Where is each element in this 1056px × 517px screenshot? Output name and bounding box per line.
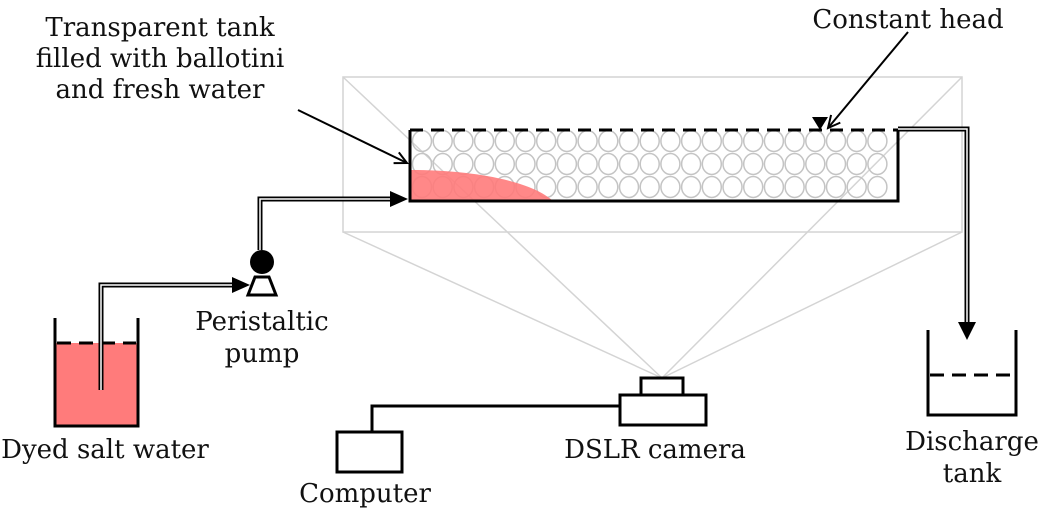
ballotini-bead: [846, 175, 867, 199]
tank-label-line1: Transparent tank: [45, 13, 274, 43]
ballotini-bead: [432, 129, 453, 153]
ballotini-bead: [722, 129, 743, 153]
pump-label-line2: pump: [225, 339, 300, 369]
ballotini-bead: [763, 175, 785, 199]
ballotini-bead: [453, 152, 474, 176]
ballotini-bead: [763, 152, 785, 176]
ballotini-bead: [701, 152, 723, 176]
ballotini-bead: [577, 152, 598, 176]
peristaltic-pump-icon: [245, 250, 279, 297]
supply-pipe: [98, 277, 250, 390]
ballotini-bead: [846, 129, 867, 153]
constant-head-label: Constant head: [812, 5, 1003, 35]
ballotini-bead: [784, 175, 805, 199]
ballotini-bead: [494, 152, 516, 176]
ballotini-bead: [660, 129, 681, 153]
ballotini-bead: [742, 175, 764, 199]
tank-label-line2: filled with ballotini: [36, 44, 285, 74]
ballotini-bead: [618, 129, 640, 153]
ballotini-bead: [825, 175, 847, 199]
constant-head-marker-icon: [812, 117, 828, 130]
ballotini-bead: [473, 129, 495, 153]
pump-label-line1: Peristaltic: [195, 307, 328, 337]
tank-label-line3: and fresh water: [56, 75, 266, 105]
ballotini-bead: [598, 152, 619, 176]
computer-label: Computer: [299, 479, 431, 509]
ballotini-bead: [535, 152, 557, 176]
ballotini-bead: [453, 129, 474, 153]
ballotini-bead: [556, 152, 578, 176]
ballotini-bead: [639, 129, 660, 153]
ballotini-bead: [784, 152, 805, 176]
ballotini-bead: [742, 129, 764, 153]
ballotini-bead: [825, 152, 847, 176]
dslr-camera-icon: [618, 376, 708, 427]
ballotini-beads: [411, 129, 888, 199]
ballotini-bead: [805, 175, 826, 199]
ballotini-bead: [618, 152, 640, 176]
ballotini-bead: [701, 175, 723, 199]
camera-cable: [370, 404, 620, 432]
discharge-tank-label-line2: tank: [943, 459, 1002, 489]
ballotini-bead: [598, 175, 619, 199]
ballotini-bead: [680, 175, 702, 199]
ballotini-bead: [867, 152, 888, 176]
ballotini-bead: [639, 152, 660, 176]
ballotini-bead: [515, 152, 536, 176]
computer-icon: [335, 430, 404, 474]
ballotini-bead: [680, 152, 702, 176]
discharge-tank-label-line1: Discharge: [905, 427, 1039, 457]
constant-head-callout-arrow: [828, 31, 909, 128]
dye-plume: [411, 170, 553, 201]
ballotini-bead: [701, 129, 723, 153]
ballotini-bead: [577, 129, 598, 153]
outlet-pipe: [898, 126, 976, 340]
ballotini-bead: [722, 175, 743, 199]
ballotini-bead: [411, 129, 433, 153]
ballotini-bead: [742, 152, 764, 176]
dye-reservoir: [53, 318, 140, 428]
ballotini-bead: [805, 152, 826, 176]
ballotini-bead: [784, 129, 805, 153]
ballotini-bead: [556, 175, 578, 199]
discharge-tank: [926, 330, 1018, 417]
dslr-camera-label: DSLR camera: [564, 435, 746, 465]
camera-field-of-view: [342, 76, 963, 379]
transparent-tank: [408, 128, 900, 203]
ballotini-bead: [598, 129, 619, 153]
ballotini-bead: [577, 175, 598, 199]
ballotini-bead: [846, 152, 867, 176]
ballotini-bead: [494, 129, 516, 153]
ballotini-bead: [473, 152, 495, 176]
ballotini-bead: [556, 129, 578, 153]
ballotini-bead: [867, 175, 888, 199]
ballotini-bead: [639, 175, 660, 199]
tank-callout-arrow: [297, 109, 407, 163]
ballotini-bead: [660, 152, 681, 176]
ballotini-bead: [825, 129, 847, 153]
ballotini-bead: [763, 129, 785, 153]
ballotini-bead: [535, 129, 557, 153]
ballotini-bead: [867, 129, 888, 153]
ballotini-bead: [515, 129, 536, 153]
dyed-salt-water-label: Dyed salt water: [1, 435, 209, 465]
inlet-pipe: [257, 191, 408, 250]
ballotini-bead: [660, 175, 681, 199]
ballotini-bead: [618, 175, 640, 199]
ballotini-bead: [805, 129, 826, 153]
dye-reservoir-liquid: [56, 343, 137, 425]
ballotini-bead: [680, 129, 702, 153]
ballotini-bead: [722, 152, 743, 176]
